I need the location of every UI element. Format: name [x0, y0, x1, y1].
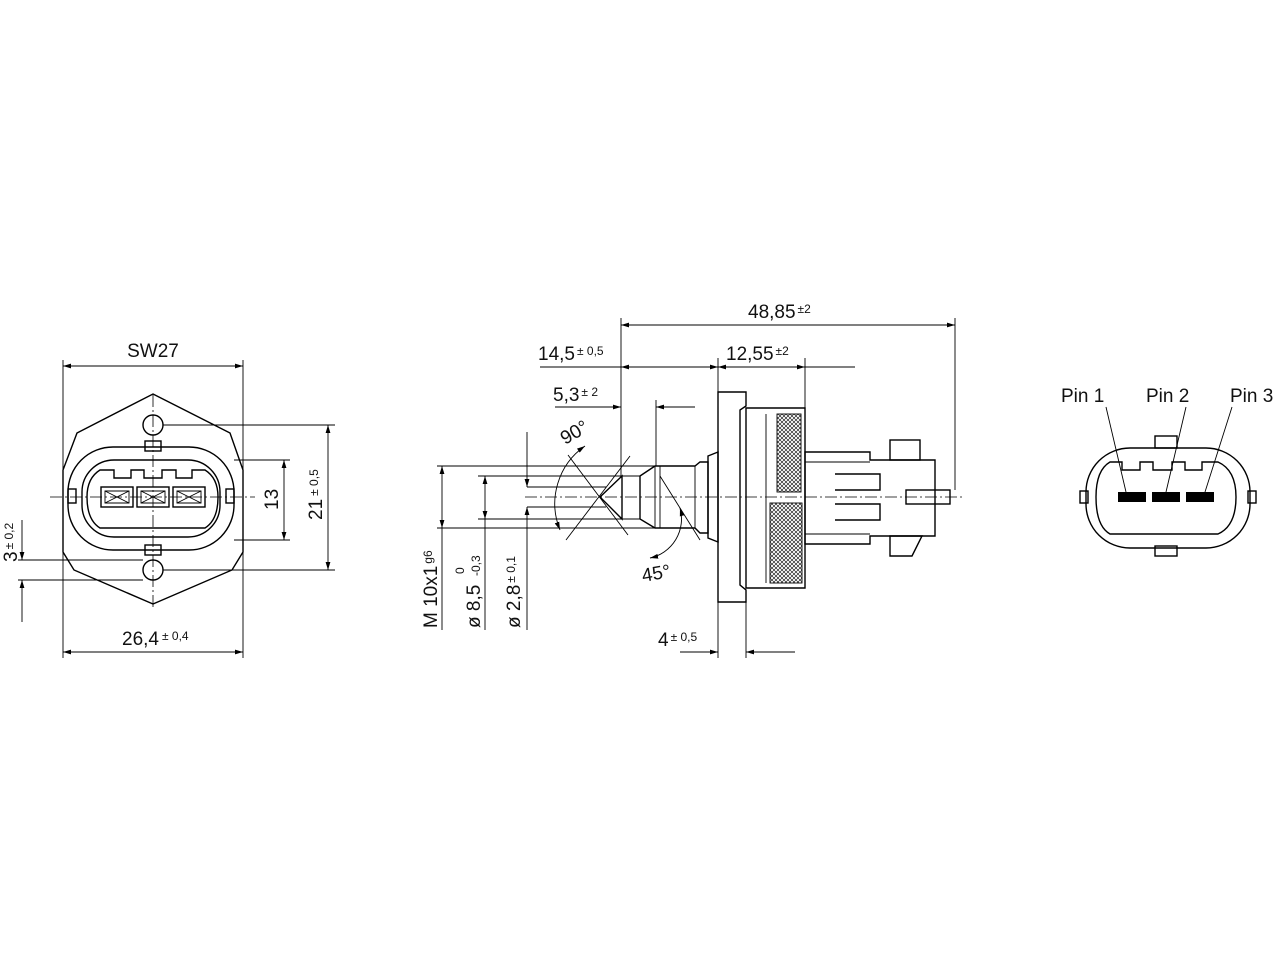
latch-left [67, 488, 77, 504]
dia2-label: ø 2,8± 0,1 [504, 556, 525, 628]
housing-hatch-top [776, 413, 802, 493]
connector-slot [835, 473, 881, 521]
flange-dim-label: 4± 0,5 [658, 630, 698, 651]
pitch-dim-label: 13 [262, 489, 283, 510]
dia1-tol-upper: 0 [453, 567, 467, 574]
angle-90-label: 90° [557, 417, 592, 450]
sw27-label: SW27 [127, 341, 179, 362]
housing-hatch-bottom [769, 502, 803, 584]
connector-latch-bottom [889, 535, 924, 557]
pin-latch-right [1247, 490, 1257, 504]
dia1-tol-lower: -0,3 [469, 555, 483, 576]
pin-1-label: Pin 1 [1061, 386, 1104, 407]
pin-2-contact [1152, 492, 1180, 502]
pin-3-label: Pin 3 [1230, 386, 1273, 407]
height-dim-label: 21± 0,5 [306, 469, 327, 520]
cone-tip [598, 474, 623, 521]
dia1-label: ø 8,5 [464, 585, 485, 628]
offset-dim-label: 3± 0,2 [1, 522, 22, 562]
angle-45-label: 45° [640, 561, 672, 587]
thread-label: M 10x1g6 [421, 550, 442, 628]
connector-shell-inner [81, 459, 221, 538]
thread-len-dim-label: 14,5± 0,5 [538, 344, 604, 365]
latch-right [225, 488, 235, 504]
pin-latch-top [1154, 435, 1178, 449]
tip-dim-label: 5,3± 2 [553, 385, 598, 406]
connector-body [804, 451, 936, 545]
sensor-housing [745, 407, 806, 589]
pin-latch-left [1079, 490, 1089, 504]
thread-body [639, 461, 709, 534]
front-view: SW27 26,4± 0,4 13 21± 0,5 3± 0,2 [1, 341, 335, 658]
overall-dim-label: 48,85±2 [748, 302, 811, 323]
pin-view: Pin 1 Pin 2 Pin 3 [1061, 386, 1273, 557]
pin-shell-inner [1095, 461, 1237, 535]
pin-2-label: Pin 2 [1146, 386, 1189, 407]
connector-keying [86, 469, 219, 529]
terminal-blade [905, 489, 951, 505]
pin-3-contact [1186, 492, 1214, 502]
pin-1-contact [1118, 492, 1146, 502]
connector-dim-label: 12,55±2 [726, 344, 789, 365]
side-view: 48,85±2 14,5± 0,5 12,55±2 5,3± 2 90° 45°… [421, 302, 965, 658]
connector-latch-top [889, 439, 921, 461]
width-dim-label: 26,4± 0,4 [122, 629, 189, 650]
pin-latch-bottom [1154, 545, 1178, 557]
flange [717, 391, 747, 603]
